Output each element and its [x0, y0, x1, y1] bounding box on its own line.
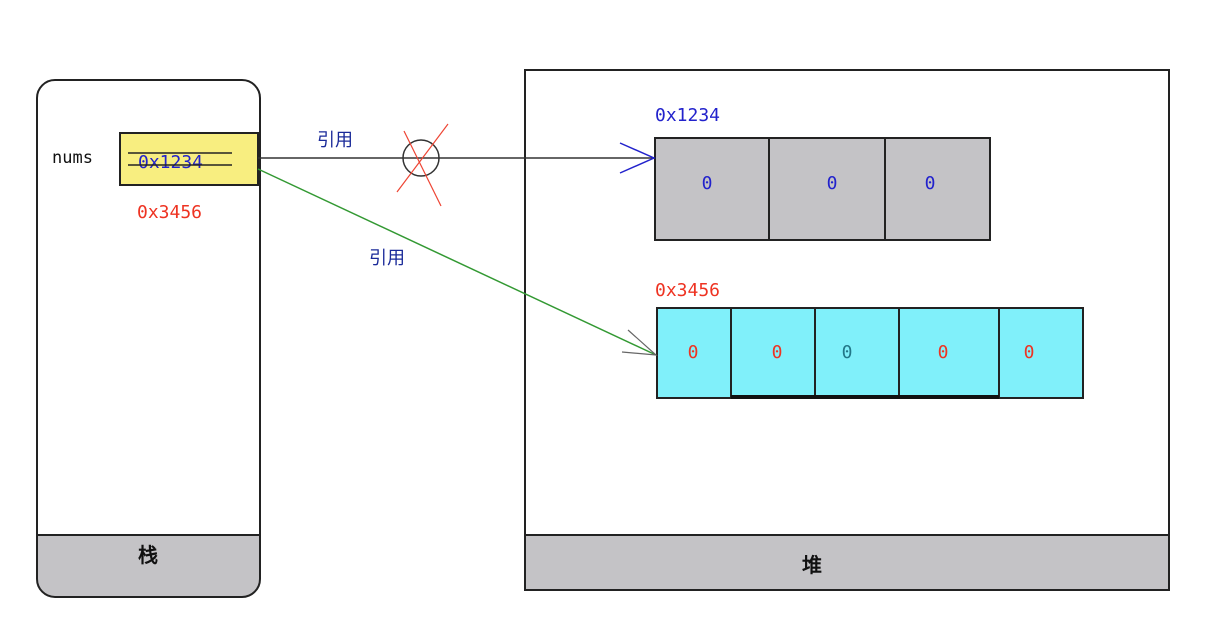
stack-region: 栈 nums 0x1234 0x3456 [36, 79, 261, 598]
heap-region: 堆 [524, 69, 1170, 591]
stack-box [36, 79, 261, 598]
arrowhead-icon [621, 329, 658, 356]
old-reference-label: 引用 [317, 130, 353, 151]
new-address-value: 0x3456 [137, 202, 202, 223]
arrowhead-icon [619, 142, 656, 174]
array-cell: 0 [688, 342, 699, 363]
old-array: 0x1234 0 0 0 [654, 105, 991, 241]
array-cell: 0 [702, 173, 713, 194]
new-reference-arrow: 引用 [257, 168, 658, 356]
variable-name: nums [52, 148, 93, 168]
cross-icon [403, 130, 442, 207]
heap-box [524, 69, 1170, 591]
new-array-address: 0x3456 [655, 280, 720, 301]
array-cell: 0 [842, 342, 853, 363]
old-reference-arrow: 引用 [258, 123, 656, 207]
heap-label: 堆 [802, 553, 822, 577]
break-circle-icon [402, 139, 440, 177]
array-cell: 0 [938, 342, 949, 363]
heap-footer [525, 535, 1169, 590]
array-cell: 0 [1024, 342, 1035, 363]
old-array-address: 0x1234 [655, 105, 720, 126]
old-address-value: 0x1234 [138, 152, 203, 173]
new-array: 0x3456 0 0 0 0 0 [655, 280, 1084, 399]
new-reference-label: 引用 [369, 248, 405, 269]
array-cell: 0 [925, 173, 936, 194]
variable-slot [119, 132, 259, 186]
stack-footer [37, 535, 260, 597]
stack-label: 栈 [138, 543, 158, 567]
array-cell: 0 [827, 173, 838, 194]
array-cell: 0 [772, 342, 783, 363]
